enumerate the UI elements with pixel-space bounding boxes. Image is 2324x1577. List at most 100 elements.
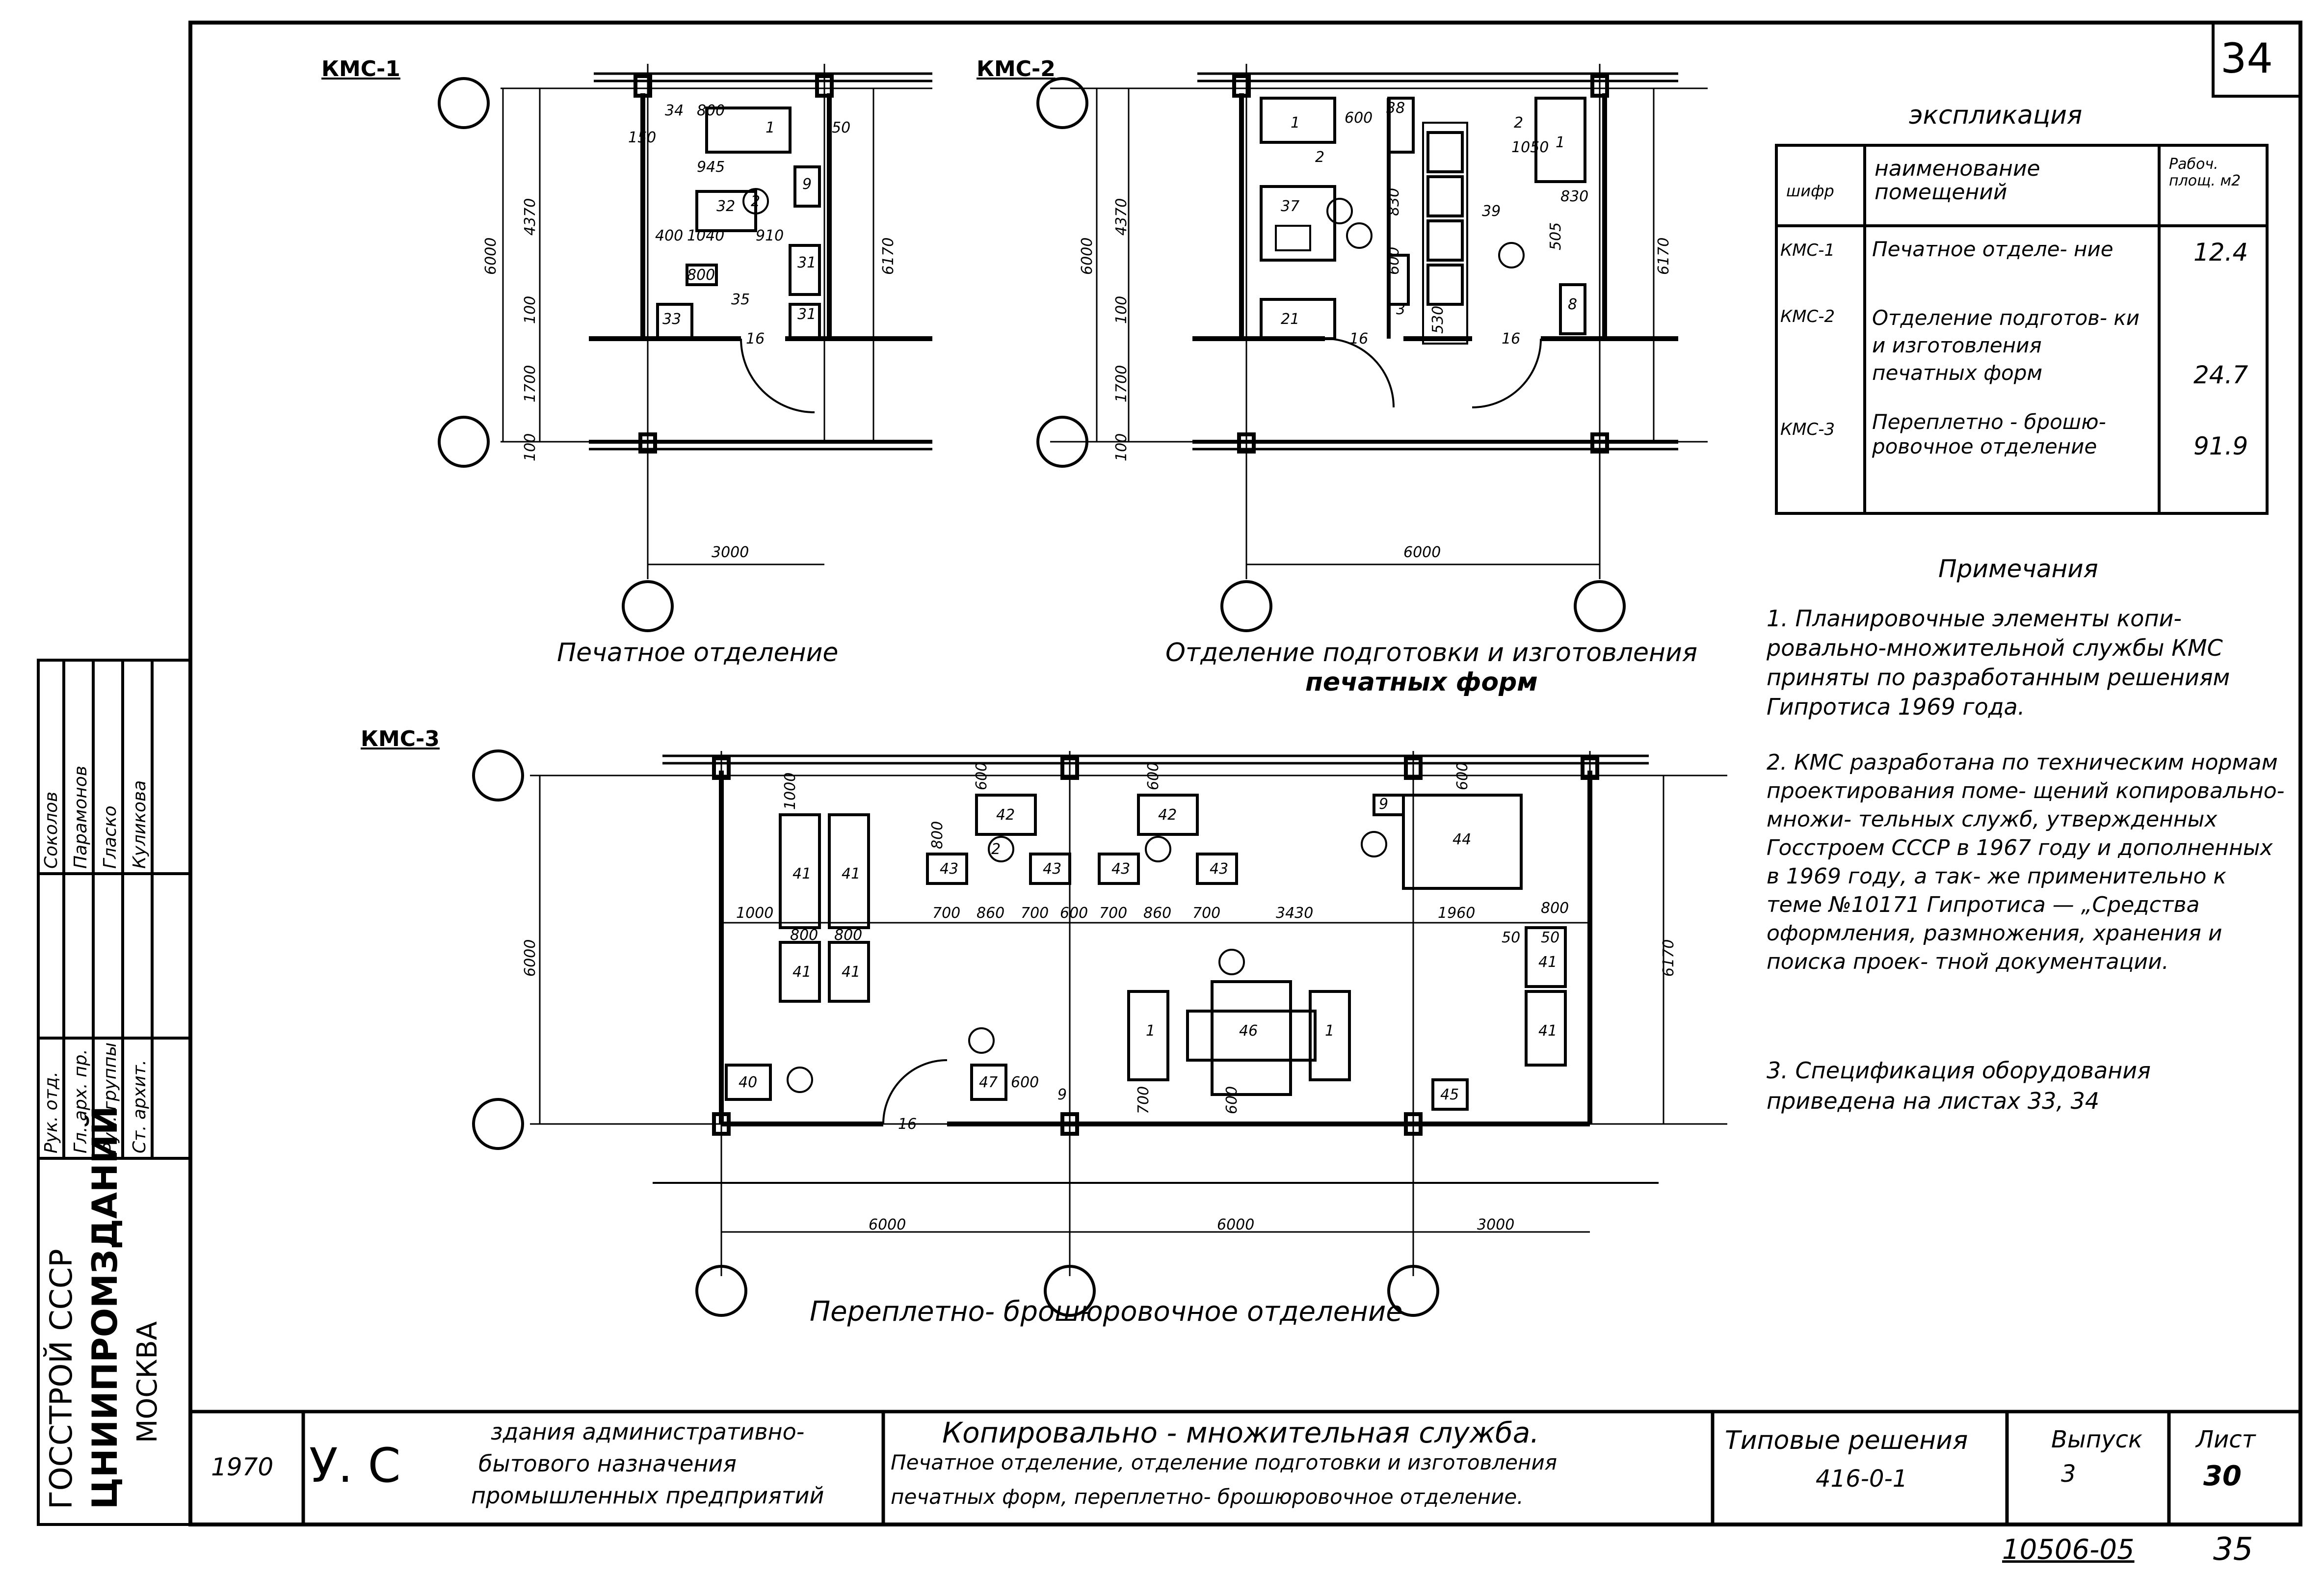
room-number: 3	[1396, 301, 1405, 318]
room-number: 37	[1281, 198, 1299, 215]
room-number: 47	[979, 1074, 998, 1091]
room-number: 33	[662, 311, 681, 328]
explication-row-name: Отделение подготов- ки и изготовления пе…	[1872, 306, 2140, 385]
room-number: 41	[792, 963, 811, 981]
dim: 830	[1385, 188, 1402, 216]
us-mark: У. С	[309, 1438, 401, 1493]
dim: 1040	[687, 227, 724, 244]
room-number: 43	[1043, 860, 1061, 878]
dim: 35	[731, 291, 750, 308]
dim: 600	[1011, 1074, 1039, 1091]
kms1-annotations: 6000 4370 100 1700 100 6170 3000 34 800 …	[482, 102, 897, 561]
sheet-title-line1: Копировально - множительная служба.	[942, 1416, 1539, 1449]
dim: 600	[973, 762, 990, 790]
dim: 600	[1060, 905, 1088, 922]
room-number: 39	[1482, 203, 1501, 220]
role-label: Рук. отд.	[41, 1071, 61, 1153]
plan-kms1-tag: КМС-1	[321, 56, 400, 81]
org-line3: МОСКВА	[132, 1321, 163, 1443]
title-block-frame	[190, 1410, 2300, 1524]
explication-header-code: шифр	[1786, 182, 1834, 200]
room-number: 1	[766, 119, 775, 136]
room-number: 2	[991, 841, 1001, 858]
role-label: Рук. группы	[100, 1042, 120, 1153]
sheet-number-box	[2212, 21, 2302, 98]
building-line2: бытового назначения	[478, 1450, 737, 1477]
plan-kms2	[1036, 64, 1708, 632]
left-stamp-frame	[37, 659, 192, 1526]
dim: 700	[1099, 905, 1127, 922]
name-label: Соколов	[41, 791, 61, 869]
series-line2: 416-0-1	[1816, 1465, 1908, 1493]
room-number: 41	[1538, 954, 1557, 971]
room-number: 9	[1057, 1086, 1067, 1103]
dim: 50	[832, 119, 850, 136]
left-stamp: ГОССТРОЙ СССР ЦНИИПРОМЗДАНИЙ МОСКВА Рук.…	[38, 660, 190, 1524]
dim: 1700	[522, 365, 539, 402]
room-number: 41	[842, 865, 860, 882]
name-label: Гласко	[100, 805, 120, 869]
room-number: 8	[1568, 296, 1577, 313]
notes-title: Примечания	[1938, 555, 2098, 583]
explication-row-name: Печатное отделе- ние	[1872, 237, 2113, 261]
room-number: 40	[739, 1074, 757, 1091]
dim: 6000	[869, 1216, 906, 1233]
explication-header-area: Рабоч. площ. м2	[2169, 156, 2241, 189]
org-line2: ЦНИИПРОМЗДАНИЙ	[85, 1106, 125, 1509]
room-number: 42	[996, 806, 1015, 824]
dim: 700	[1021, 905, 1049, 922]
dim: 50	[1502, 929, 1520, 946]
note-item: 3. Спецификация оборудования приведена н…	[1767, 1057, 2151, 1114]
room-number: 41	[792, 865, 811, 882]
room-number: 1	[1556, 134, 1565, 151]
room-number: 46	[1239, 1022, 1258, 1040]
dim: 34	[665, 102, 684, 119]
dim: 3000	[1477, 1216, 1514, 1233]
dim: 600	[1223, 1086, 1241, 1114]
dim: 800	[697, 102, 725, 119]
room-number: 32	[716, 198, 735, 215]
plan-kms2-tag: КМС-2	[977, 56, 1056, 81]
room-number: 45	[1440, 1086, 1459, 1103]
sheet-title-line2: Печатное отделение, отделение подготовки…	[891, 1450, 1558, 1474]
role-label: Ст. архит.	[130, 1059, 150, 1153]
explication-row-name: Переплетно - брошю- ровочное отделение	[1872, 410, 2106, 458]
room-number: 43	[940, 860, 958, 878]
explication-row-area: 24.7	[2193, 361, 2248, 389]
name-label: Парамонов	[71, 765, 91, 869]
dim: 1960	[1438, 905, 1475, 922]
dim: 6170	[880, 238, 897, 275]
dim: 1000	[782, 773, 799, 810]
axis-bubble	[622, 580, 674, 632]
plan-kms3-tag: КМС-3	[361, 726, 440, 751]
room-number: 1	[1291, 114, 1300, 132]
dim: 150	[628, 129, 656, 146]
dim: 600	[1385, 247, 1402, 275]
plan-kms3-caption: Переплетно- брошюровочное отделение	[810, 1296, 1403, 1328]
room-number: 41	[1538, 1022, 1557, 1040]
sheet-value: 30	[2203, 1460, 2242, 1492]
dim: 50	[1541, 929, 1559, 946]
dim: 800	[1541, 900, 1569, 917]
building-line1: здания административно-	[491, 1418, 805, 1445]
dim: 830	[1560, 188, 1588, 205]
axis-bubble	[1574, 580, 1626, 632]
room-number: 43	[1210, 860, 1228, 878]
sheet-title-line3: печатных форм, переплетно- брошюровочное…	[891, 1485, 1524, 1509]
axis-bubble	[438, 416, 490, 468]
room-number: 9	[802, 176, 812, 193]
room-number: 44	[1452, 831, 1471, 848]
sheet-number-top: 34	[2220, 34, 2273, 82]
room-number: 16	[898, 1116, 917, 1133]
archive-number: 10506-05	[2002, 1534, 2135, 1566]
room-number: 41	[842, 963, 860, 981]
dim: 100	[1113, 296, 1130, 324]
dim: 100	[522, 433, 539, 461]
plan-kms3	[472, 749, 1727, 1317]
room-number: 43	[1111, 860, 1130, 878]
dim: 100	[1113, 433, 1130, 461]
room-number: 1	[1146, 1022, 1155, 1040]
dim: 6000	[482, 238, 500, 275]
dim: 600	[1345, 109, 1373, 127]
dim: 1700	[1113, 365, 1130, 402]
